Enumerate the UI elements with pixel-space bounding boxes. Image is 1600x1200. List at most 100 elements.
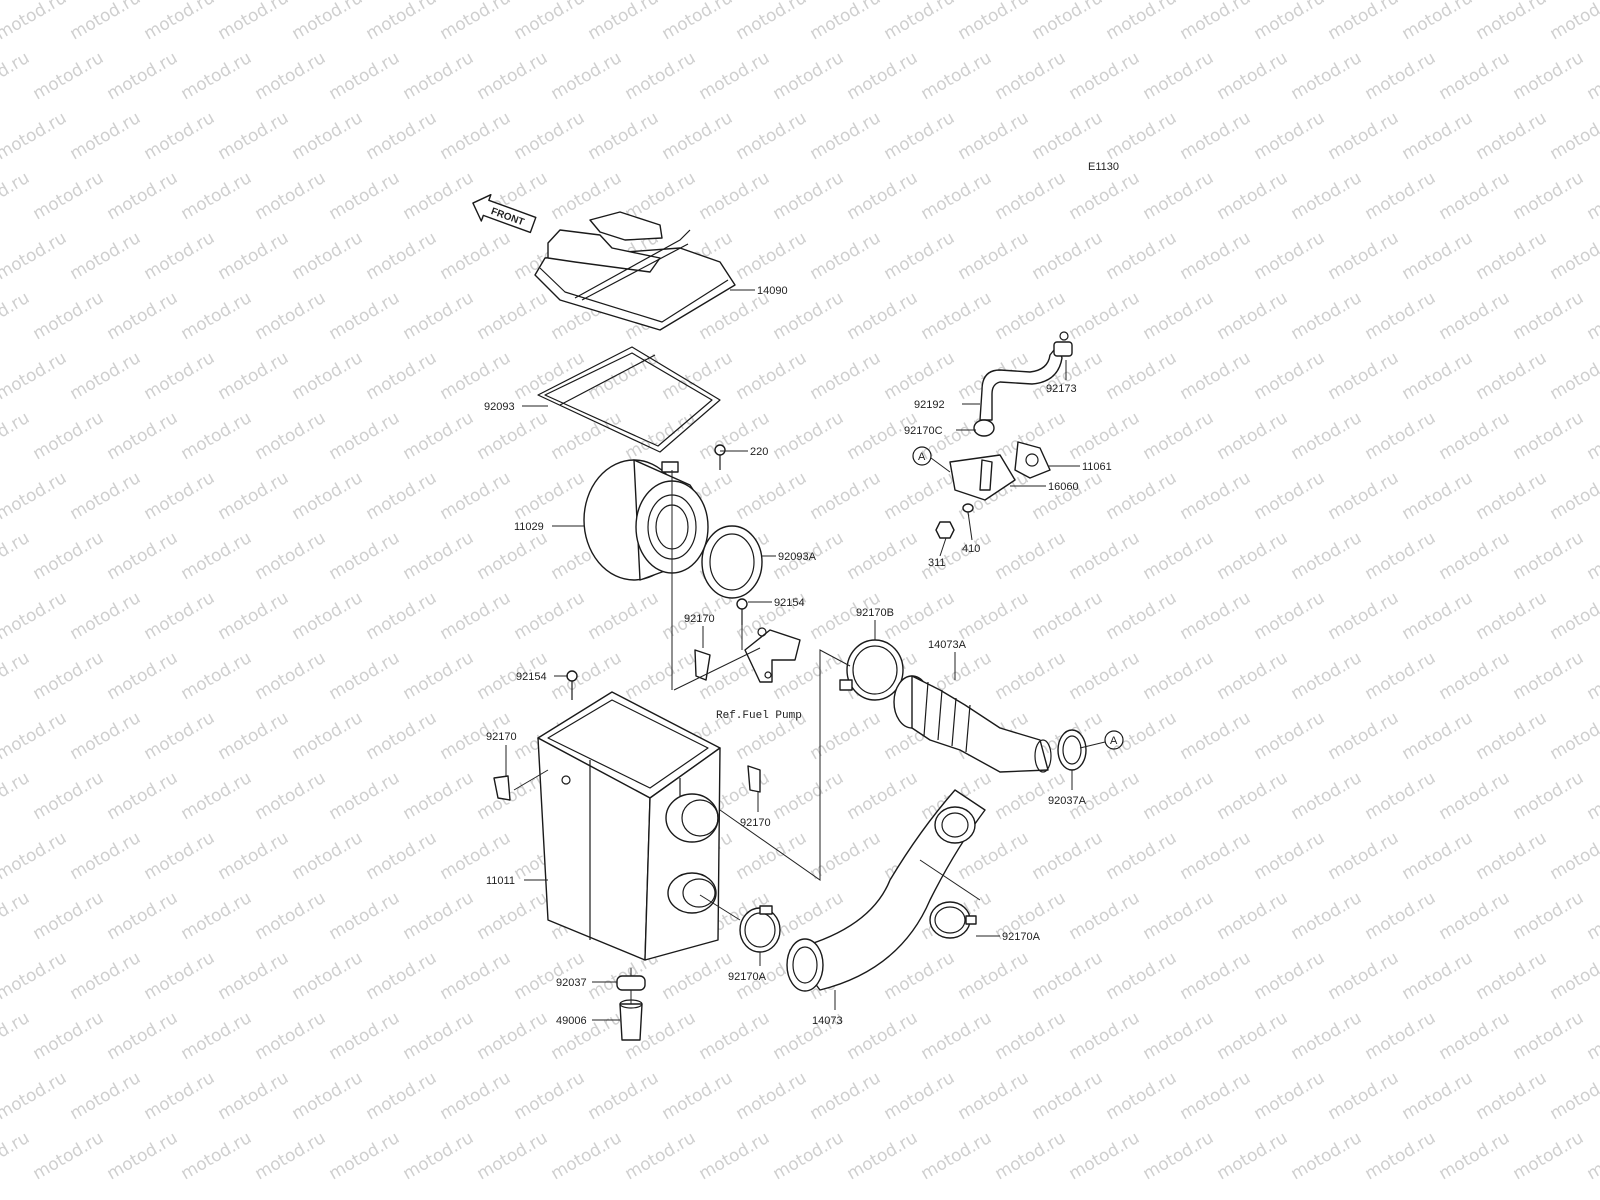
watermark-text: motod.ru (1029, 828, 1107, 884)
watermark-text: motod.ru (326, 528, 404, 584)
watermark-text: motod.ru (474, 1008, 552, 1064)
watermark-text: motod.ru (1214, 1128, 1292, 1184)
watermark-text: motod.ru (1029, 228, 1107, 284)
watermark-text: motod.ru (67, 1068, 145, 1124)
watermark-text: motod.ru (326, 1008, 404, 1064)
watermark-text: motod.ru (67, 948, 145, 1004)
watermark-text: motod.ru (0, 288, 33, 344)
watermark-text: motod.ru (511, 1068, 589, 1124)
intake-boot-14073A (893, 675, 1052, 773)
watermark-text: motod.ru (1473, 588, 1551, 644)
watermark-text: motod.ru (1399, 1068, 1477, 1124)
watermark-text: motod.ru (1140, 408, 1218, 464)
watermark-text: motod.ru (252, 48, 330, 104)
watermark-text: motod.ru (400, 168, 478, 224)
watermark-text: motod.ru (326, 408, 404, 464)
watermark-text: motod.ru (30, 1008, 108, 1064)
watermark-text: motod.ru (733, 108, 811, 164)
watermark-text: motod.ru (622, 648, 700, 704)
watermark-text: motod.ru (659, 0, 737, 44)
clip-92170-right (747, 765, 761, 793)
part-label-92170-left: 92170 (486, 731, 517, 743)
watermark-text: motod.ru (844, 768, 922, 824)
watermark-text: motod.ru (104, 288, 182, 344)
watermark-text: motod.ru (1177, 348, 1255, 404)
watermark-text: motod.ru (1436, 288, 1514, 344)
watermark-text: motod.ru (1103, 588, 1181, 644)
watermark-text: motod.ru (215, 108, 293, 164)
watermark-text: motod.ru (1288, 48, 1366, 104)
watermark-text: motod.ru (474, 528, 552, 584)
part-label-220: 220 (750, 446, 768, 458)
watermark-text: motod.ru (1584, 168, 1600, 224)
watermark-text: motod.ru (178, 528, 256, 584)
hose-clamp-92170C (973, 419, 995, 437)
watermark-text: motod.ru (955, 0, 1033, 44)
watermark-text: motod.ru (215, 1068, 293, 1124)
watermark-text: motod.ru (289, 468, 367, 524)
watermark-text: motod.ru (585, 108, 663, 164)
watermark-text: motod.ru (733, 348, 811, 404)
watermark-text: motod.ru (289, 828, 367, 884)
part-label-410: 410 (962, 543, 980, 555)
watermark-text: motod.ru (30, 408, 108, 464)
watermark-text: motod.ru (1029, 0, 1107, 44)
watermark-text: motod.ru (104, 528, 182, 584)
watermark-text: motod.ru (659, 948, 737, 1004)
part-label-92037A: 92037A (1048, 795, 1087, 807)
part-label-49006: 49006 (556, 1015, 587, 1027)
watermark-text: motod.ru (252, 1128, 330, 1184)
watermark-text: motod.ru (992, 1008, 1070, 1064)
watermark-text: motod.ru (1140, 168, 1218, 224)
watermark-text: motod.ru (1473, 1068, 1551, 1124)
watermark-text: motod.ru (807, 468, 885, 524)
watermark-text: motod.ru (918, 288, 996, 344)
watermark-text: motod.ru (178, 888, 256, 944)
watermark-text: motod.ru (1436, 1008, 1514, 1064)
watermark-text: motod.ru (1177, 588, 1255, 644)
watermark-text: motod.ru (992, 528, 1070, 584)
watermark-text: motod.ru (1214, 168, 1292, 224)
watermark-text: motod.ru (1140, 288, 1218, 344)
watermark-text: motod.ru (770, 168, 848, 224)
leader-lines (505, 289, 1080, 1021)
clip-92173 (1053, 331, 1073, 357)
watermark-text: motod.ru (0, 348, 70, 404)
watermark-text: motod.ru (1214, 648, 1292, 704)
watermark-text: motod.ru (67, 108, 145, 164)
watermark-text: motod.ru (289, 588, 367, 644)
drain-tube-49006 (619, 999, 643, 1041)
watermark-text: motod.ru (696, 168, 774, 224)
watermark-text: motod.ru (289, 0, 367, 44)
watermark-text: motod.ru (215, 228, 293, 284)
watermark-text: motod.ru (400, 1128, 478, 1184)
watermark-text: motod.ru (252, 648, 330, 704)
watermark-text: motod.ru (326, 888, 404, 944)
watermark-text: motod.ru (326, 168, 404, 224)
part-label-92170A-right: 92170A (1002, 931, 1041, 943)
watermark-text: motod.ru (326, 1128, 404, 1184)
watermark-text: motod.ru (1325, 948, 1403, 1004)
watermark-text: motod.ru (1251, 828, 1329, 884)
watermark-text: motod.ru (807, 108, 885, 164)
watermark-text: motod.ru (1140, 768, 1218, 824)
watermark-text: motod.ru (844, 1128, 922, 1184)
watermark-text: motod.ru (400, 1008, 478, 1064)
watermark-text: motod.ru (1584, 1008, 1600, 1064)
watermark-text: motod.ru (0, 528, 33, 584)
watermark-text: motod.ru (1510, 288, 1588, 344)
watermark-text: motod.ru (1473, 348, 1551, 404)
watermark-text: motod.ru (141, 588, 219, 644)
watermark-text: motod.ru (1584, 768, 1600, 824)
watermark-text: motod.ru (844, 528, 922, 584)
watermark-text: motod.ru (30, 48, 108, 104)
watermark-text: motod.ru (141, 108, 219, 164)
watermark-text: motod.ru (400, 888, 478, 944)
watermark-text: motod.ru (363, 0, 441, 44)
watermark-text: motod.ru (215, 588, 293, 644)
watermark-text: motod.ru (1029, 468, 1107, 524)
watermark-text: motod.ru (289, 1068, 367, 1124)
watermark-text: motod.ru (1473, 228, 1551, 284)
watermark-text: motod.ru (1288, 168, 1366, 224)
diagram-code: E1130 (1088, 161, 1119, 173)
